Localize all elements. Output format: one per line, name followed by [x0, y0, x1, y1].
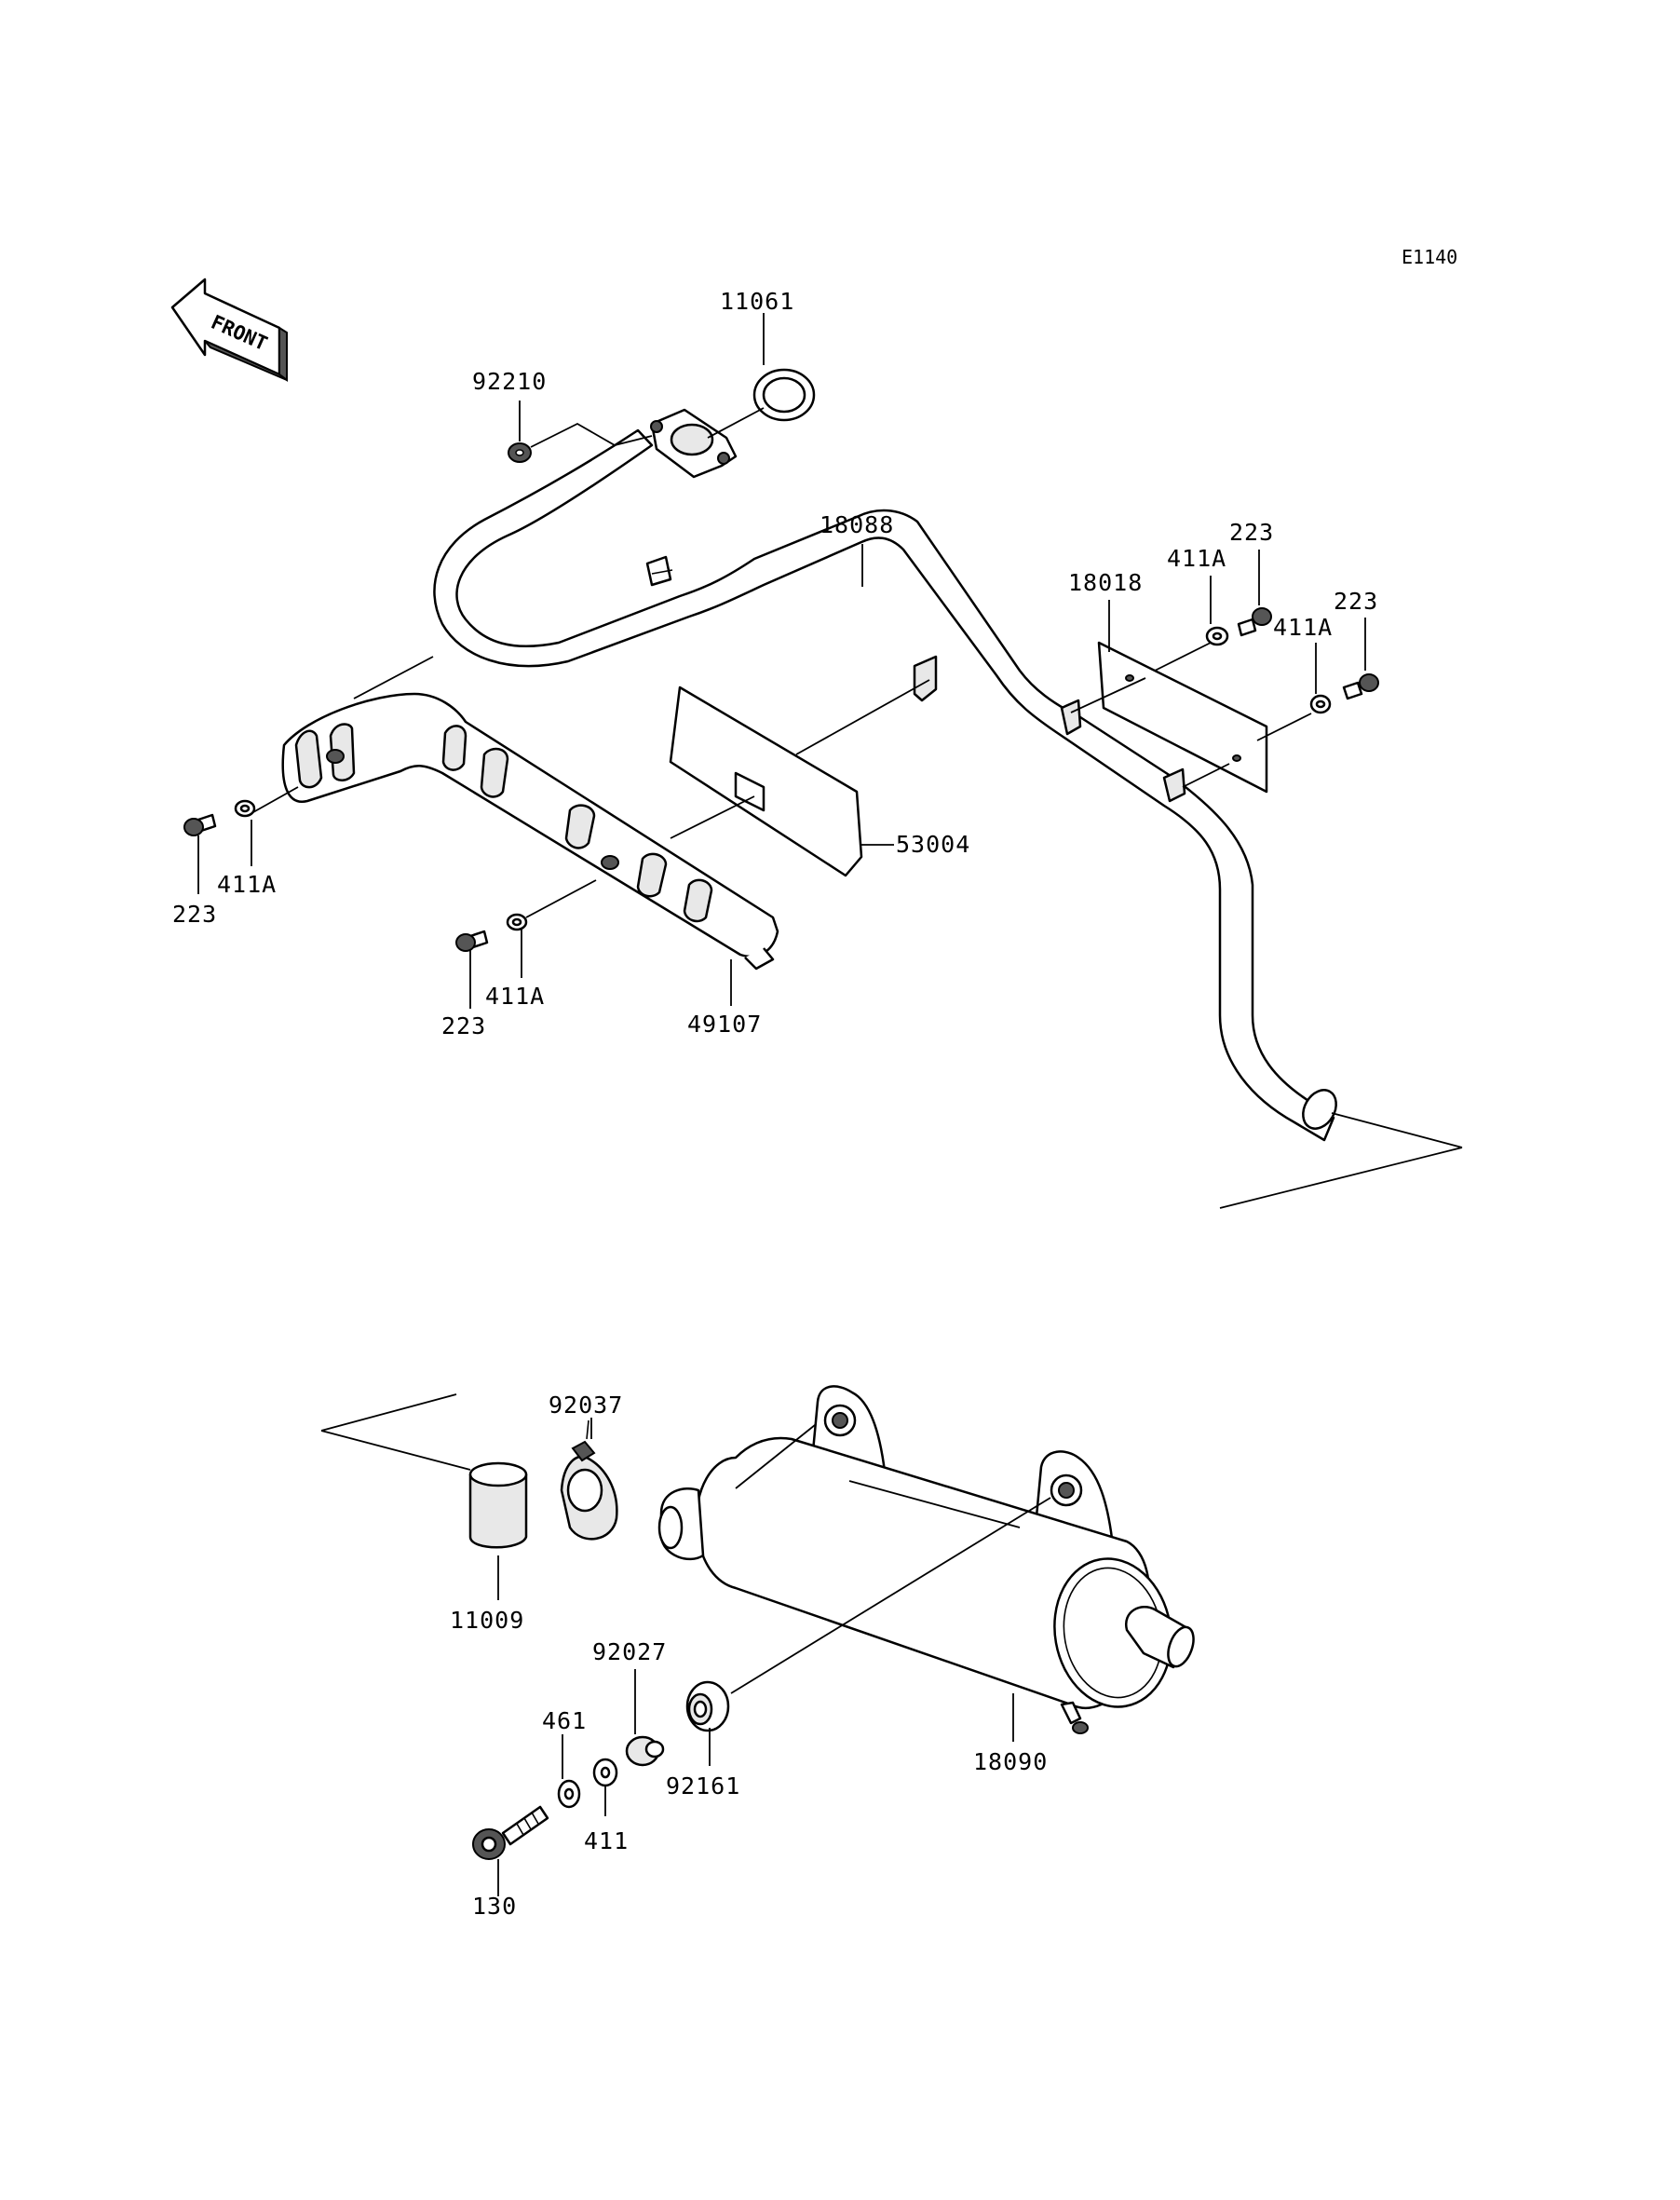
- callout-18090: 18090: [973, 1748, 1048, 1775]
- bolt-223-mid: [455, 930, 489, 952]
- joint-pipe: [468, 1461, 528, 1549]
- washer-411a-upper: [1205, 626, 1229, 646]
- callout-53004: 53004: [896, 831, 970, 858]
- insulator-pad: [669, 686, 863, 877]
- callout-11061: 11061: [720, 288, 794, 315]
- muffler: [657, 1385, 1195, 1734]
- callout-92037: 92037: [549, 1392, 623, 1419]
- callout-92027: 92027: [592, 1638, 667, 1665]
- callout-411a-b: 411A: [1273, 614, 1333, 641]
- washer-411a-left: [234, 799, 256, 818]
- callout-130: 130: [472, 1893, 517, 1920]
- callout-411a-a: 411A: [1167, 545, 1226, 572]
- rubber-grommet: [685, 1680, 730, 1732]
- washer-411a-right: [1309, 694, 1332, 714]
- clamp: [560, 1419, 618, 1541]
- front-direction-arrow-icon: FRONT: [170, 278, 288, 382]
- exhaust-flange: [650, 408, 738, 479]
- callout-223-d: 223: [441, 1012, 486, 1039]
- bolt-223-left: [183, 813, 217, 836]
- callout-223-b: 223: [1334, 588, 1378, 615]
- collar: [625, 1735, 665, 1767]
- callout-18088: 18088: [820, 511, 894, 538]
- exhaust-pipe: [433, 428, 1337, 1142]
- flange-bolt: [472, 1805, 549, 1860]
- callout-92210: 92210: [472, 368, 547, 395]
- pipe-cover: [281, 692, 779, 971]
- callout-411a-c: 411A: [217, 871, 277, 898]
- callout-223-c: 223: [172, 901, 217, 928]
- flange-nut: [508, 442, 532, 463]
- washer-411a-mid: [506, 913, 528, 931]
- bolt-223-right: [1342, 673, 1379, 700]
- callout-223-a: 223: [1229, 519, 1274, 546]
- washer-411: [592, 1758, 618, 1787]
- diagram-code: E1140: [1402, 246, 1457, 268]
- washer-461: [557, 1779, 581, 1809]
- exhaust-gasket: [752, 368, 816, 422]
- callout-461: 461: [542, 1707, 587, 1734]
- callout-411: 411: [584, 1827, 629, 1854]
- callout-49107: 49107: [687, 1011, 762, 1038]
- callout-11009: 11009: [450, 1607, 524, 1634]
- callout-92161: 92161: [666, 1772, 740, 1799]
- bolt-223-upper: [1237, 607, 1272, 637]
- callout-18018: 18018: [1068, 569, 1143, 596]
- callout-411a-d: 411A: [485, 983, 545, 1010]
